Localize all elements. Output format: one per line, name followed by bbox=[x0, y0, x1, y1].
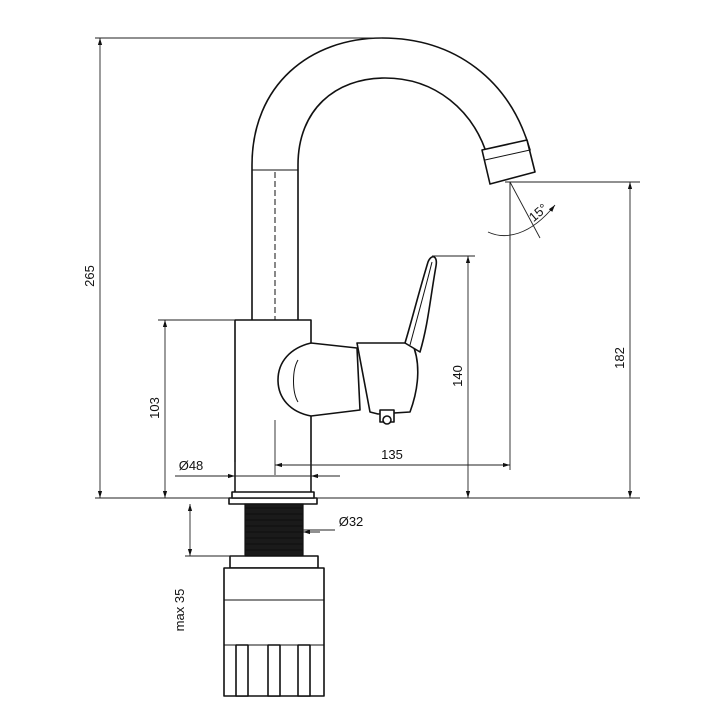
cartridge-housing bbox=[277, 342, 361, 417]
faucet-body bbox=[223, 37, 536, 697]
dimension-lines bbox=[95, 37, 640, 557]
lever-connector bbox=[356, 342, 419, 415]
dim-height-spout: 182 bbox=[612, 347, 627, 369]
base-plate bbox=[228, 497, 318, 505]
dim-thread-diameter: Ø32 bbox=[339, 514, 364, 529]
threaded-rod bbox=[244, 503, 304, 557]
dim-reach: 135 bbox=[381, 447, 403, 462]
dim-base-diameter: Ø48 bbox=[179, 458, 204, 473]
base-ring bbox=[231, 491, 315, 499]
thread-lines bbox=[245, 507, 303, 551]
dim-height-lever: 140 bbox=[450, 365, 465, 387]
nut-ribs bbox=[235, 644, 311, 697]
dim-base-height: 103 bbox=[147, 397, 162, 419]
valve-screw bbox=[382, 415, 392, 425]
dim-height-total: 265 bbox=[82, 265, 97, 287]
dim-spout-angle: 15° bbox=[526, 200, 551, 224]
mounting-washer bbox=[229, 555, 319, 569]
aerator-line bbox=[484, 149, 531, 161]
housing-curve bbox=[293, 359, 299, 403]
aerator bbox=[481, 139, 536, 185]
lever-edge bbox=[409, 261, 433, 346]
dim-max-thickness: max 35 bbox=[172, 589, 187, 632]
